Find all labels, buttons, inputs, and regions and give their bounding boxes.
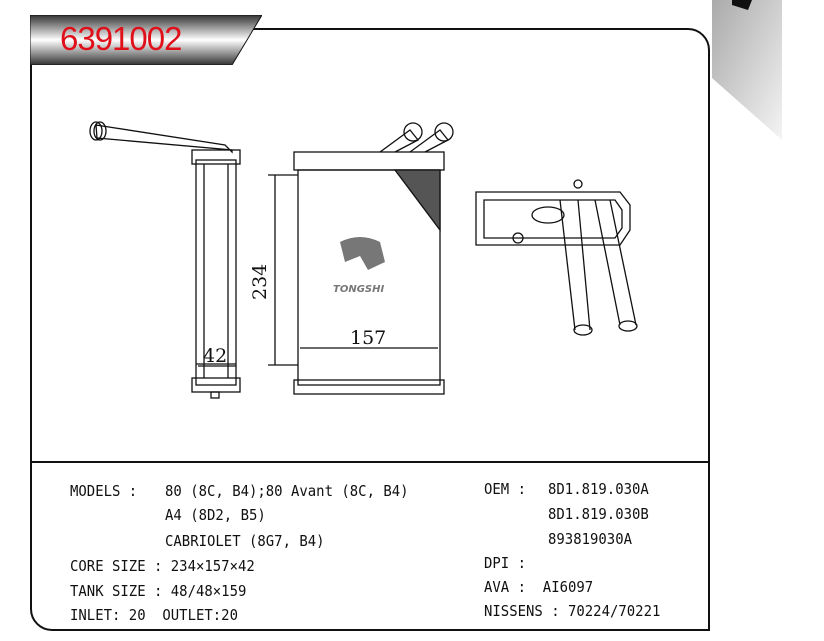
brand-logo: TONGSHI [333,237,385,295]
model-line: A4 (8D2, B5) [165,506,266,524]
height-dimension: 234 [249,264,271,300]
dpi: DPI : [484,554,527,572]
model-line: CABRIOLET (8G7, B4) [165,532,325,550]
oem-number: 8D1.819.030B [548,505,649,523]
decorative-corner [712,0,782,140]
model-line: 80 (8C, B4);80 Avant (8C, B4) [165,482,409,500]
logo-text: TONGSHI [333,284,384,295]
drawing-frame [30,28,710,631]
oem-number: 8D1.819.030A [548,480,649,498]
nissens: NISSENS : 70224/70221 [484,602,661,620]
models-label: MODELS : [70,482,146,500]
top-view [475,179,638,336]
part-number-tab [30,15,262,65]
oem-number: 893819030A [548,530,632,548]
tank-size: TANK SIZE : 48/48×159 [70,582,247,600]
front-view [198,122,454,395]
width-dimension: 157 [350,327,386,349]
depth-dimension: 42 [203,345,227,367]
part-number: 6391002 [60,20,182,57]
core-size: CORE SIZE : 234×157×42 [70,557,255,575]
divider [30,461,710,463]
side-view [89,121,241,399]
inlet-outlet: INLET: 20 OUTLET:20 [70,606,238,624]
oem-label: OEM : [484,480,535,498]
ava: AVA : AI6097 [484,578,594,596]
